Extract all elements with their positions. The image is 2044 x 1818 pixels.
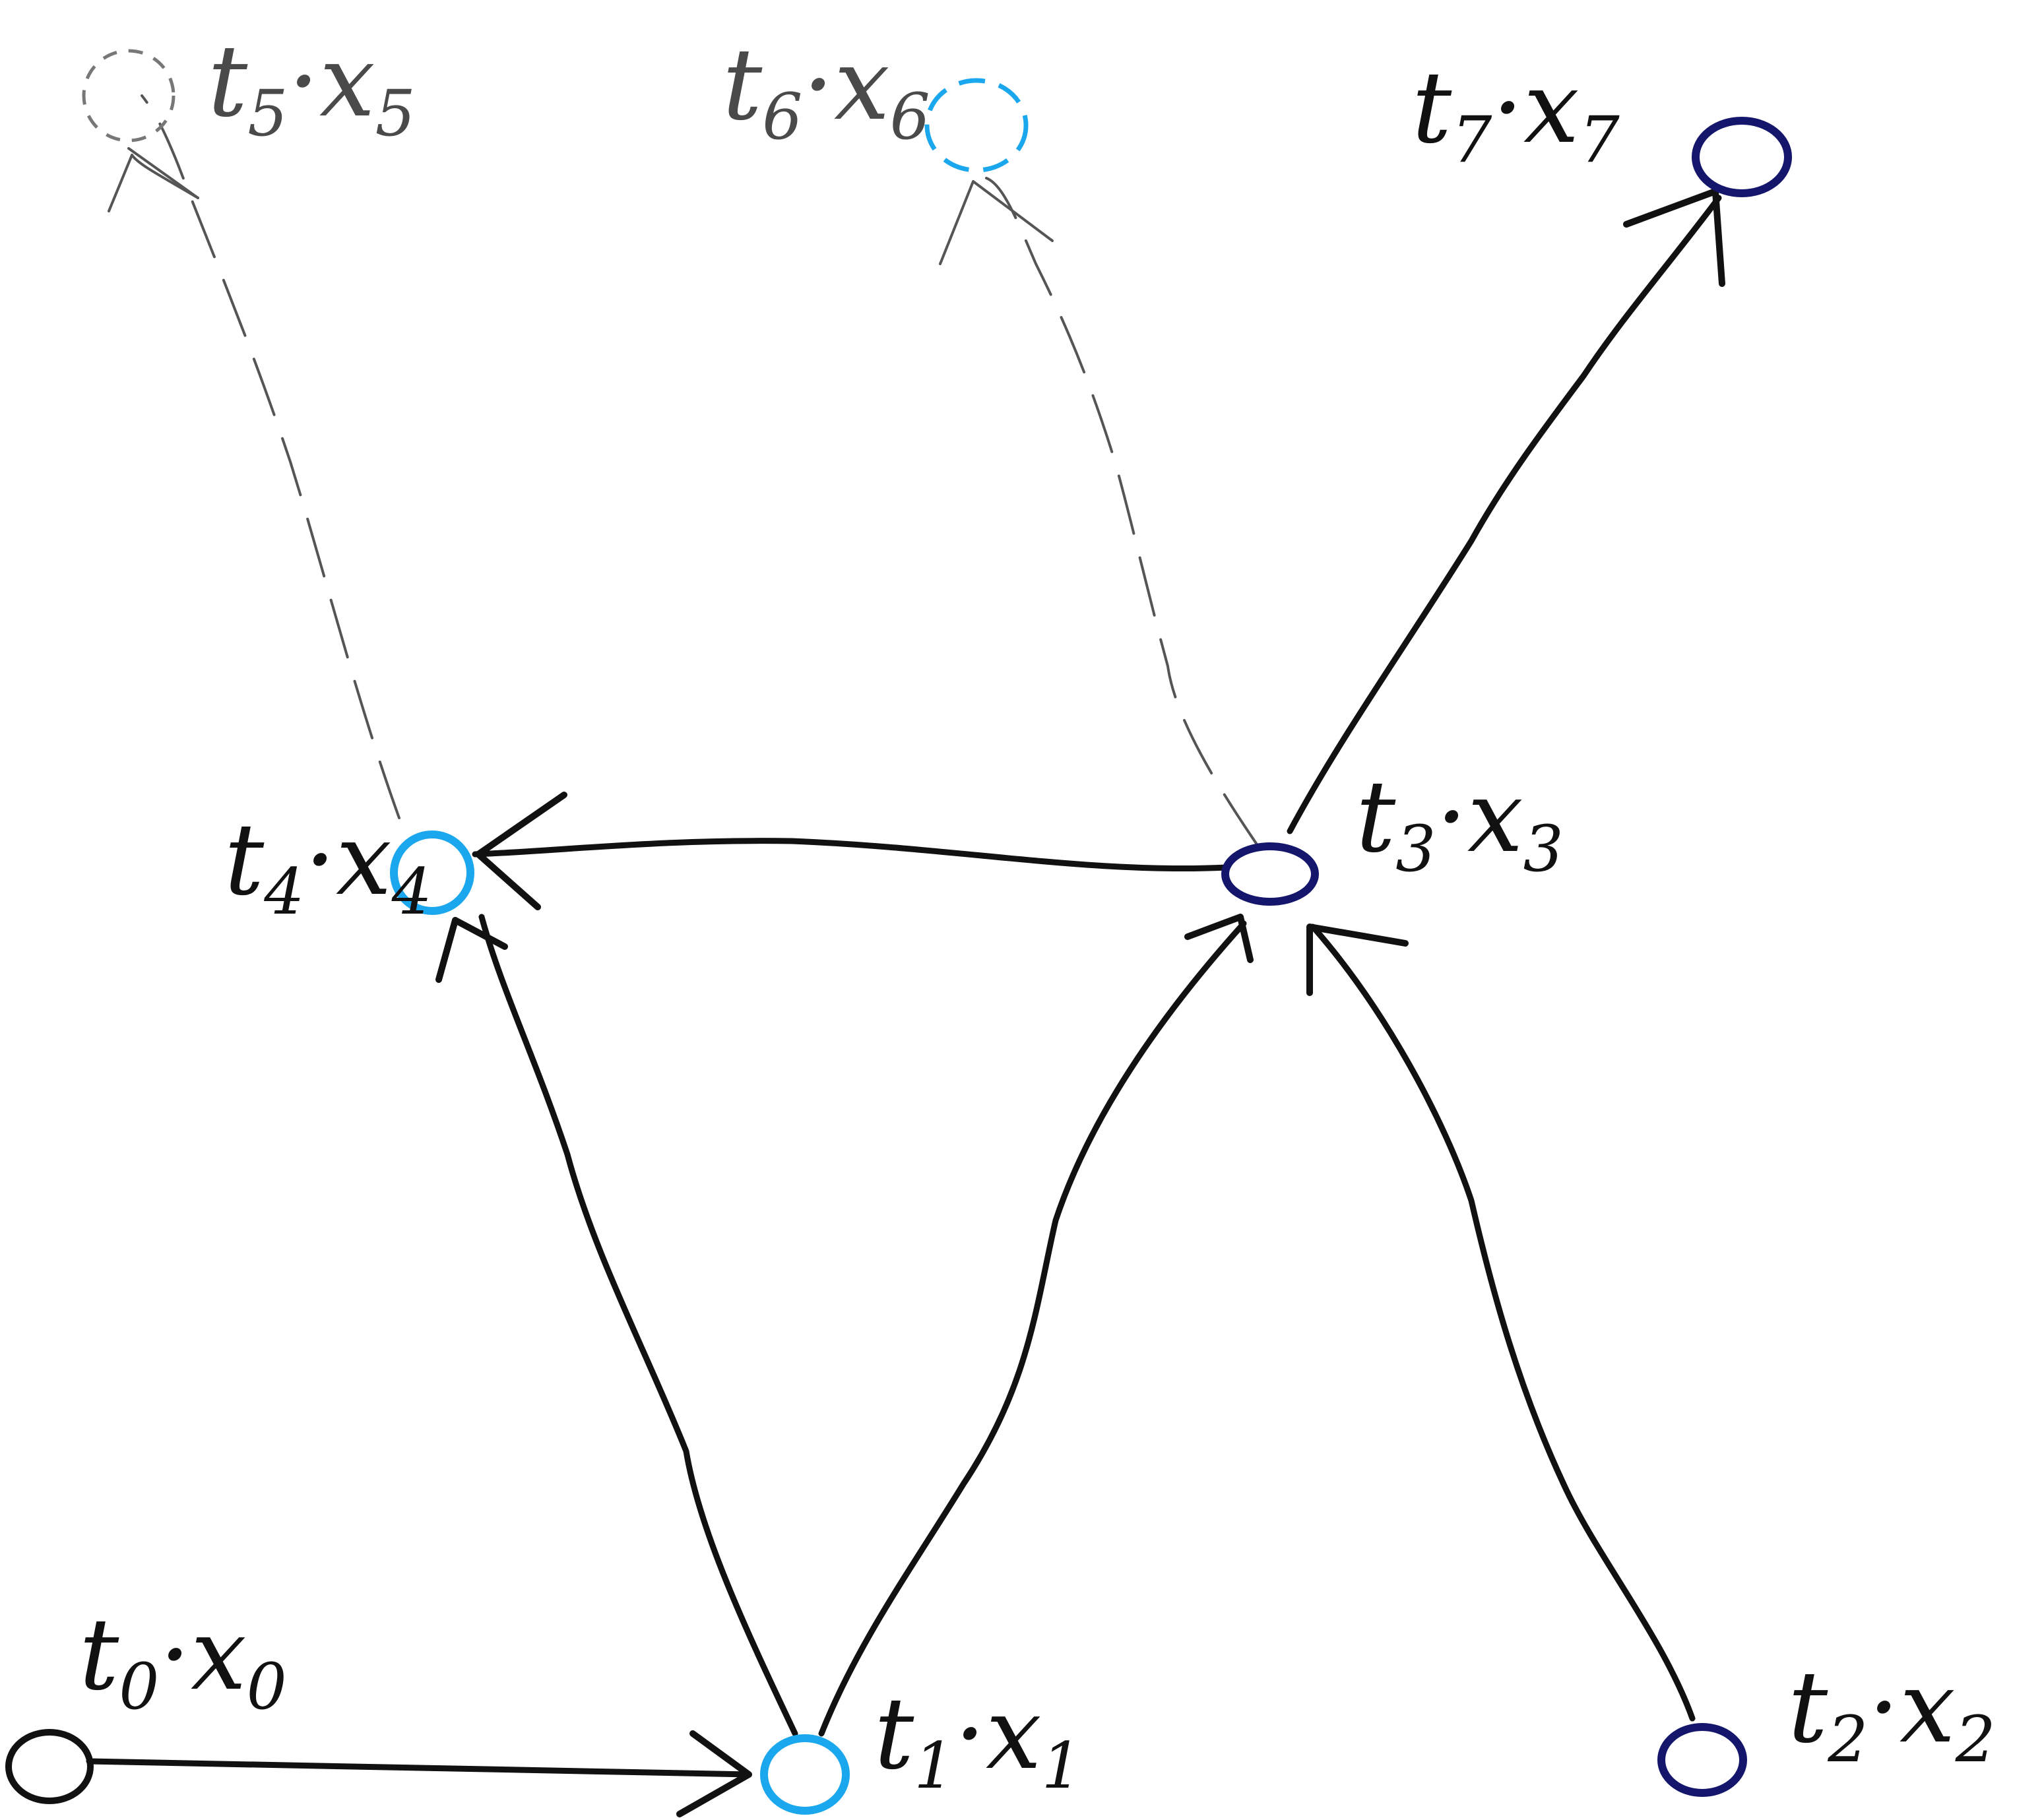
edge-t3-t6 <box>939 177 1258 846</box>
node-label-t1: t1·x1 <box>874 1677 1082 1803</box>
node-circle-t6 <box>924 78 1029 173</box>
node-label-t6: t6·x6 <box>722 28 930 154</box>
edge-t3-t4 <box>472 792 1230 910</box>
edge-t0-t1 <box>86 1730 752 1817</box>
edge-t2-t3 <box>1306 924 1696 1722</box>
edge-t1-t3 <box>818 914 1254 1737</box>
node-label-t5: t5·x5 <box>208 24 416 150</box>
edge-t1-t4 <box>435 914 798 1737</box>
node-label-t7: t7·x7 <box>1412 51 1620 177</box>
node-label-t2: t2·x2 <box>1788 1650 1996 1776</box>
edge-t3-t7 <box>1287 188 1725 834</box>
node-circle-t3 <box>1221 842 1319 906</box>
edge-t4-t5 <box>108 94 400 819</box>
node-label-t0: t0·x0 <box>79 1598 287 1724</box>
node-circle-t2 <box>1657 1723 1747 1797</box>
node-circle-t0 <box>5 1729 94 1804</box>
node-circle-t1 <box>760 1734 850 1815</box>
node-circle-t7 <box>1692 117 1792 197</box>
node-label-t4: t4·x4 <box>224 803 432 929</box>
node-circle-t4 <box>390 831 474 915</box>
node-circle-t5 <box>82 49 176 142</box>
node-label-t3: t3·x3 <box>1356 760 1564 886</box>
